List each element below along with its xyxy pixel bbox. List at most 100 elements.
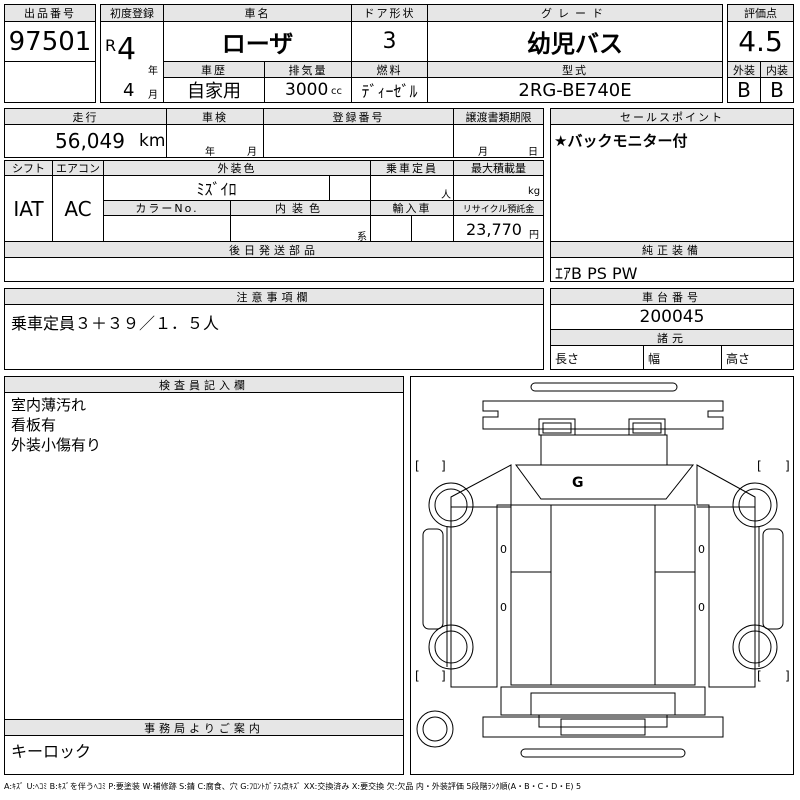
specs-length-label: 長さ [555, 352, 580, 366]
mileage-label: 走行 [4, 108, 167, 125]
transfer-label: 譲渡書類期限 [453, 108, 544, 125]
bracket-left-top: [ [415, 459, 420, 473]
specs-height-box: 高さ [721, 345, 794, 370]
equipment-label: 純正装備 [550, 241, 794, 258]
displacement-label: 排気量 [264, 61, 352, 78]
capacity-label: 乗車定員 [370, 160, 454, 176]
max-load-label: 最大積載量 [453, 160, 544, 176]
first-reg-year: 4 [117, 32, 137, 67]
transfer-box: 月 日 [453, 124, 544, 158]
windshield-chip-mark: G [572, 475, 584, 491]
inspection-year-unit: 年 [205, 147, 215, 158]
transfer-month-unit: 月 [478, 147, 488, 158]
import-label: 輸入車 [370, 200, 454, 216]
first-reg-label: 初度登録 [100, 4, 164, 22]
lot-number: 97501 [4, 21, 96, 62]
sales-point-label: セールスポイント [550, 108, 794, 125]
max-load-box: kg [453, 175, 544, 201]
handle-mark-left-1: 0 [500, 543, 507, 556]
specs-label: 諸元 [550, 329, 794, 346]
max-load-unit: kg [528, 186, 541, 197]
import-box-a [370, 215, 412, 242]
sales-point-box: ★バックモニター付 [550, 124, 794, 242]
bracket-left-top-right: [ [757, 459, 762, 473]
exterior-color-label: 外装色 [103, 160, 371, 176]
grade-value: 幼児バス [427, 21, 723, 62]
bracket-right-top: ] [785, 459, 790, 473]
capacity-unit: 人 [441, 190, 451, 201]
shift-label: シフト [4, 160, 53, 176]
displacement-value: 3000 [285, 80, 329, 100]
chassis-label: 車台番号 [550, 288, 794, 305]
caution-label: 注意事項欄 [4, 288, 544, 305]
displacement-unit: cc [331, 86, 342, 97]
interior-color-label: 内装色 [230, 200, 371, 216]
caution-box: 乗車定員３＋３９／１．５人 [4, 304, 544, 370]
model-value: 2RG-BE740E [427, 77, 723, 103]
displacement-box: 3000 cc [264, 77, 352, 103]
first-reg-year-unit: 年 [148, 66, 158, 77]
first-reg-month: 4 [123, 80, 135, 101]
inspector-line-2: 看板有 [11, 416, 57, 434]
specs-width-label: 幅 [648, 352, 661, 366]
interior-color-box: 系 [230, 215, 371, 242]
handle-mark-right-1: 0 [698, 543, 705, 556]
ext-score-label: 外装 [727, 61, 761, 78]
inspector-label: 検査員記入欄 [4, 376, 404, 393]
damage-legend: A:ｷｽﾞ U:ﾍｺﾐ B:ｷｽﾞを伴うﾍｺﾐ P:要塗装 W:補修跡 S:錆 … [4, 782, 582, 791]
equipment-box: ｴｱB PS PW [550, 257, 794, 282]
bracket-left-bottom-right: [ [757, 669, 762, 683]
office-label: 事務局よりご案内 [4, 719, 404, 736]
later-parts-label: 後日発送部品 [4, 241, 544, 258]
history-value: 自家用 [163, 77, 265, 103]
interior-color-unit: 系 [357, 232, 367, 242]
inspector-line-1: 室内薄汚れ [11, 396, 87, 414]
bracket-right-bottom: ] [785, 669, 790, 683]
doors-value: 3 [351, 21, 428, 62]
specs-height-label: 高さ [726, 352, 751, 366]
later-parts-value [4, 257, 544, 282]
exterior-color-extra [329, 175, 371, 201]
inspector-line-3: 外装小傷有り [11, 436, 102, 454]
handle-mark-left-2: 0 [500, 601, 507, 614]
inspector-box: 室内薄汚れ 看板有 外装小傷有り [4, 392, 404, 720]
transfer-day-unit: 日 [528, 147, 538, 158]
model-label: 型式 [427, 61, 723, 78]
fuel-label: 燃料 [351, 61, 428, 78]
specs-length-box: 長さ [550, 345, 644, 370]
first-reg-month-unit: 月 [148, 90, 158, 101]
recycle-label: リサイクル預託金 [453, 200, 544, 216]
fuel-value: ﾃﾞｨｰｾﾞﾙ [351, 77, 428, 103]
inspection-month-unit: 月 [247, 147, 257, 158]
registration-label: 登録番号 [263, 108, 454, 125]
specs-width-box: 幅 [643, 345, 722, 370]
bracket-right-top-left: ] [441, 459, 446, 473]
bracket-left-bottom: [ [415, 669, 420, 683]
vehicle-diagram: G [ ] [ ] [ ] [ ] 0 0 0 0 [410, 376, 794, 775]
lot-label: 出品番号 [4, 4, 96, 22]
handle-mark-right-2: 0 [698, 601, 705, 614]
car-name-value: ローザ [163, 21, 352, 62]
inspection-label: 車検 [166, 108, 264, 125]
recycle-box: 23,770 円 [453, 215, 544, 242]
equipment-value: ｴｱB PS PW [555, 264, 638, 282]
chassis-value: 200045 [550, 304, 794, 330]
aircon-value: AC [52, 175, 104, 242]
first-reg-box: R 4 年 4 月 [100, 21, 164, 103]
score-value: 4.5 [727, 21, 794, 62]
grade-label: グレード [427, 4, 723, 22]
score-label: 評価点 [727, 4, 794, 22]
recycle-unit: 円 [529, 230, 539, 241]
caution-value: 乗車定員３＋３９／１．５人 [11, 314, 220, 333]
sales-point-value: ★バックモニター付 [554, 132, 688, 150]
mileage-box: 56,049 km [4, 124, 167, 158]
capacity-box: 人 [370, 175, 454, 201]
mileage-unit: km [139, 131, 166, 151]
aircon-label: エアコン [52, 160, 104, 176]
history-label: 車歴 [163, 61, 265, 78]
bracket-right-bottom-left: ] [441, 669, 446, 683]
int-score-label: 内装 [760, 61, 794, 78]
doors-label: ドア形状 [351, 4, 428, 22]
office-box: キーロック [4, 735, 404, 775]
bus-outline-drawing [416, 382, 784, 758]
